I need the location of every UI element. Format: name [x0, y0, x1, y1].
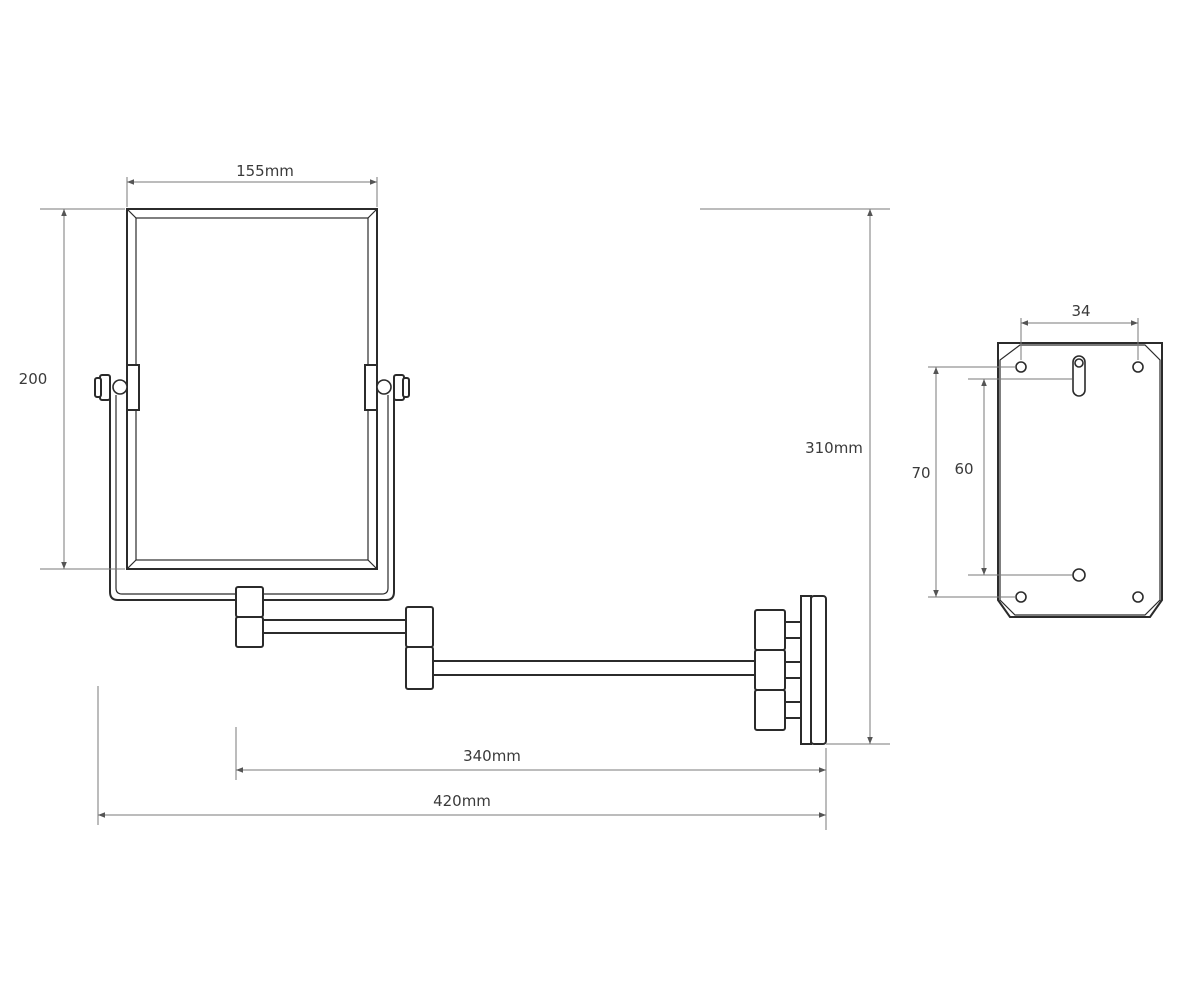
dim-mirror-height: 200 — [19, 208, 125, 570]
dim-arm-length: 340mm — [235, 727, 827, 830]
dim-plate-inner: 60 — [954, 378, 1072, 576]
dim-plate-hole-spacing: 34 — [1020, 302, 1139, 360]
dim-arm-length-label: 340mm — [463, 747, 521, 765]
dim-plate-hole-spacing-label: 34 — [1071, 302, 1090, 320]
dim-mirror-height-label: 200 — [19, 370, 48, 388]
dim-plate-outer: 70 — [911, 366, 1016, 598]
dim-total-length-label: 420mm — [433, 792, 491, 810]
plate-hole — [1132, 591, 1144, 603]
mirror-frame — [126, 208, 378, 570]
plate-hole — [1072, 568, 1086, 582]
dim-total-length: 420mm — [97, 686, 826, 825]
dim-total-height: 310mm — [700, 208, 890, 745]
dim-mirror-width-label: 155mm — [236, 162, 294, 180]
dim-mirror-width: 155mm — [126, 162, 378, 207]
dim-total-height-label: 310mm — [805, 439, 863, 457]
plate-hole — [1132, 361, 1144, 373]
dim-plate-inner-label: 60 — [954, 460, 973, 478]
dim-plate-outer-label: 70 — [911, 464, 930, 482]
plate-hole — [1015, 591, 1027, 603]
plate-hole — [1015, 361, 1027, 373]
swing-arm — [235, 586, 827, 745]
left-pivot-knob — [94, 364, 140, 411]
right-pivot-knob — [364, 364, 410, 411]
wall-plate — [997, 342, 1163, 618]
